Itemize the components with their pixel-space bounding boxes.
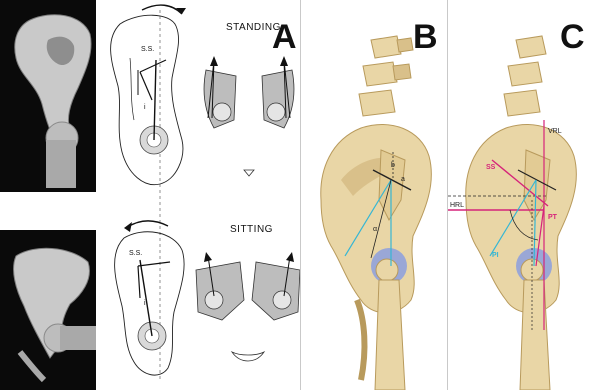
panel-b-label-b: b [391, 162, 395, 169]
panel-b-drawing [301, 0, 447, 390]
sitting-caption: SITTING [230, 224, 273, 235]
panel-b-label-a: a [401, 176, 405, 183]
sitting-ss-label: S.S. [129, 250, 142, 257]
panel-b-letter: B [413, 20, 438, 54]
panel-c-letter: C [560, 20, 585, 54]
standing-ss-label: S.S. [141, 46, 154, 53]
ss-label: SS [486, 164, 495, 171]
panel-b: B b a α [301, 0, 447, 390]
standing-caption: STANDING [226, 22, 281, 33]
pt-label: PT [548, 214, 557, 221]
panel-b-label-alpha: α [373, 226, 377, 233]
panel-a-drawing [0, 0, 300, 390]
panel-c-drawing [448, 0, 595, 390]
vrl-label: VRL [548, 128, 562, 135]
hrl-label: HRL [450, 202, 464, 209]
panel-c: C VRL HRL SS PT PI [448, 0, 595, 390]
pi-label: PI [492, 252, 499, 259]
panel-a: A STANDING SITTING S.S. i S.S. i [0, 0, 300, 390]
sitting-incidence-label: i [144, 300, 146, 307]
standing-incidence-label: i [144, 104, 146, 111]
